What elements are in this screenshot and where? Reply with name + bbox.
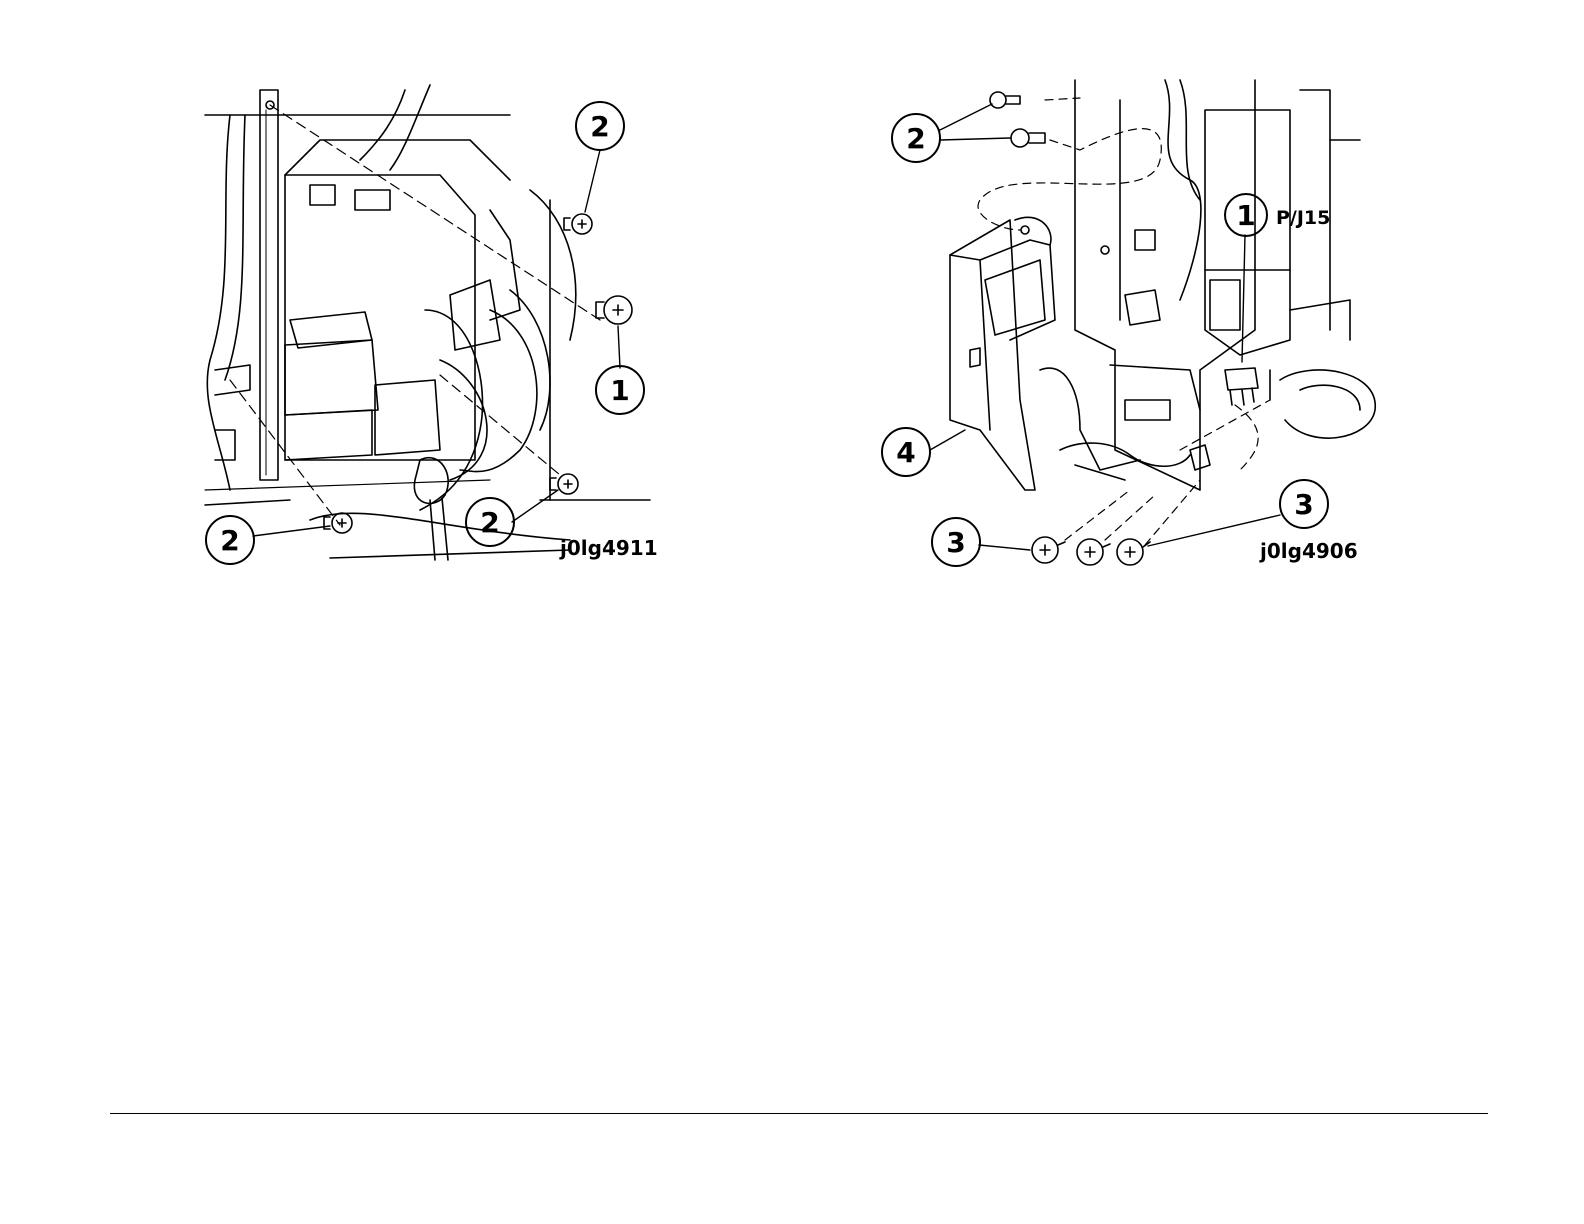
screw-icon bbox=[1032, 537, 1065, 563]
cable-clamp bbox=[414, 458, 448, 504]
figure-left: 2 1 2 2 j0lg4911 bbox=[190, 80, 670, 580]
figure-code: j0lg4911 bbox=[559, 536, 658, 560]
screw-icon bbox=[550, 474, 578, 494]
figure-right: 2 1 4 3 3 P/J15 j0lg4906 bbox=[880, 70, 1400, 580]
callout-label: 3 bbox=[1294, 488, 1313, 521]
connector-pj15 bbox=[1225, 368, 1258, 390]
screw-icon bbox=[596, 296, 632, 324]
callout-label: 3 bbox=[946, 526, 965, 559]
roller bbox=[1280, 370, 1375, 438]
callout-label: 1 bbox=[610, 374, 629, 407]
right-line-drawing: 2 1 4 3 3 P/J15 j0lg4906 bbox=[880, 70, 1400, 580]
frame-plate bbox=[1075, 80, 1255, 490]
callout-label: 2 bbox=[480, 506, 499, 539]
component-block-b bbox=[375, 380, 440, 455]
screw-icon bbox=[1011, 129, 1045, 147]
screw-icon bbox=[324, 513, 352, 533]
screw-icon bbox=[1077, 539, 1110, 565]
figure-code: j0lg4906 bbox=[1259, 539, 1358, 563]
connector-label: P/J15 bbox=[1276, 207, 1330, 229]
left-rail bbox=[260, 90, 278, 480]
screw-icon bbox=[564, 214, 592, 234]
pwb-board bbox=[1205, 110, 1290, 270]
footer-rule bbox=[110, 1113, 1488, 1114]
callout-label: 2 bbox=[906, 122, 925, 155]
callout-label: 4 bbox=[896, 436, 915, 469]
screw-icon bbox=[1117, 539, 1150, 565]
callout-label: 2 bbox=[590, 110, 609, 143]
callout-label: 2 bbox=[220, 524, 239, 557]
screw-icon bbox=[990, 92, 1020, 108]
left-line-drawing: 2 1 2 2 j0lg4911 bbox=[190, 80, 670, 580]
bracket bbox=[950, 220, 1035, 490]
callout-label: 1 bbox=[1236, 199, 1255, 232]
